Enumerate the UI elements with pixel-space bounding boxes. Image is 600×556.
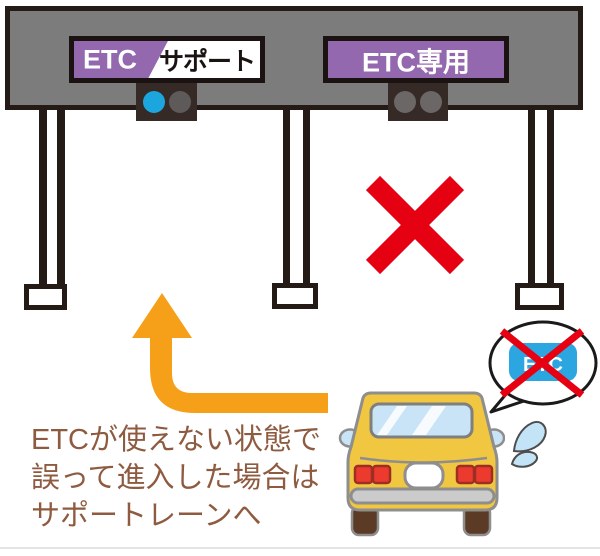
curved-arrow-up-icon (132, 293, 328, 413)
right-pillar-bar (547, 108, 554, 283)
middle-pillar-base (272, 283, 318, 309)
right-pillar-bar (528, 108, 535, 283)
middle-pillar-bar (283, 108, 290, 283)
caption-line-2: 誤って進入した場合は (31, 462, 320, 494)
car-tail-light (353, 464, 374, 485)
ground-line (0, 547, 600, 549)
car-tail-light (371, 464, 392, 485)
car-tail-light (473, 464, 494, 485)
etc-only-lane-off-light-icon (420, 91, 442, 113)
sweat-drops-icon (510, 421, 547, 468)
red-x-icon (365, 175, 465, 275)
caption-line-1: ETCが使えない状態で (31, 424, 322, 456)
middle-pillar-bar (303, 108, 310, 283)
right-pillar-base (515, 283, 564, 310)
etc-only-lane-off-light-icon (394, 91, 416, 113)
caption-line-3: サポートレーンへ (31, 500, 262, 532)
etc-only-sign-label: ETC専用 (362, 47, 470, 77)
car-bumper (349, 487, 496, 505)
etc-only-lane-sign: ETC専用 (323, 36, 509, 83)
left-pillar-base (24, 284, 67, 310)
etc-support-sign-etc-label: ETC (83, 44, 137, 74)
left-pillar-bar (57, 108, 65, 284)
etc-unavailable-speech-bubble: ETC (488, 320, 598, 414)
etc-only-lane-signal-box (388, 83, 448, 121)
car-license-plate (403, 461, 445, 490)
support-lane-off-light-icon (168, 91, 191, 113)
window-glare (412, 406, 446, 435)
window-glare (377, 406, 407, 435)
support-lane-signal-box (136, 83, 197, 121)
etc-support-sign-support-label: サポート (158, 47, 256, 76)
car-tail-light (455, 464, 476, 485)
etc-support-lane-sign: ETC サポート (69, 36, 265, 83)
support-lane-open-light-icon (142, 91, 165, 113)
car-rear-icon (338, 391, 505, 537)
caption-text: ETCが使えない状態で 誤って進入した場合は サポートレーンへ (31, 421, 321, 535)
left-pillar-bar (39, 108, 47, 284)
bubble-red-x-icon (499, 328, 585, 398)
